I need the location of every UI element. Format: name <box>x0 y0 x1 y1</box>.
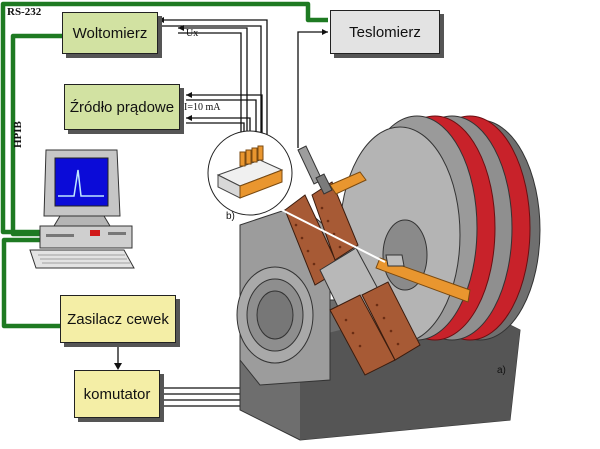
hall-probe <box>297 145 333 195</box>
commutator-box: komutator <box>74 370 160 418</box>
rs232-label: RS-232 <box>7 6 42 18</box>
hpib-cable <box>10 33 62 237</box>
hpib-label: HPIB <box>12 121 24 148</box>
current-label: I=10 mA <box>184 102 221 113</box>
voltmeter-box: Woltomierz <box>62 12 158 54</box>
label-a: a) <box>497 365 506 376</box>
current-source-box: Źródło prądowe <box>64 84 180 130</box>
computer <box>29 149 135 269</box>
label-b: b) <box>226 211 235 222</box>
rs232-cable <box>0 1 328 235</box>
ux-label: Ux <box>186 28 199 39</box>
green-cables <box>0 1 328 329</box>
sample-holder <box>329 171 471 303</box>
inset-b <box>207 130 293 216</box>
electromagnet <box>236 115 541 441</box>
inset-pointer-line <box>271 204 386 263</box>
coil-supply-box: Zasilacz cewek <box>60 295 176 343</box>
arrow-heads <box>114 17 328 370</box>
coil-supply-cable <box>1 237 62 329</box>
teslameter-box: Teslomierz <box>330 10 440 54</box>
